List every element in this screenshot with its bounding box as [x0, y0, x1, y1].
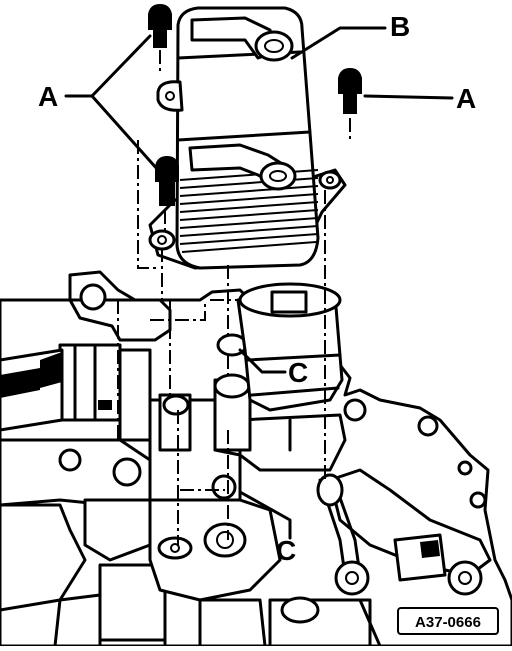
oil-cooler	[148, 6, 347, 270]
figure-code: A37-0666	[415, 614, 481, 631]
label-a-right: A	[456, 83, 476, 114]
label-a-left: A	[38, 81, 58, 112]
label-c-lower: C	[276, 535, 296, 566]
bolt-right	[338, 68, 362, 114]
alignment-lines	[117, 50, 351, 545]
bolt-lug-top-left	[156, 80, 184, 112]
bolt-top-left	[148, 4, 172, 48]
label-b: B	[390, 11, 410, 42]
label-c-upper: C	[288, 357, 308, 388]
leader-lines	[64, 26, 454, 540]
bolt-middle-left	[155, 156, 179, 206]
figure-code-sticker: A37-0666	[397, 607, 499, 635]
transmission-housing	[0, 270, 512, 648]
